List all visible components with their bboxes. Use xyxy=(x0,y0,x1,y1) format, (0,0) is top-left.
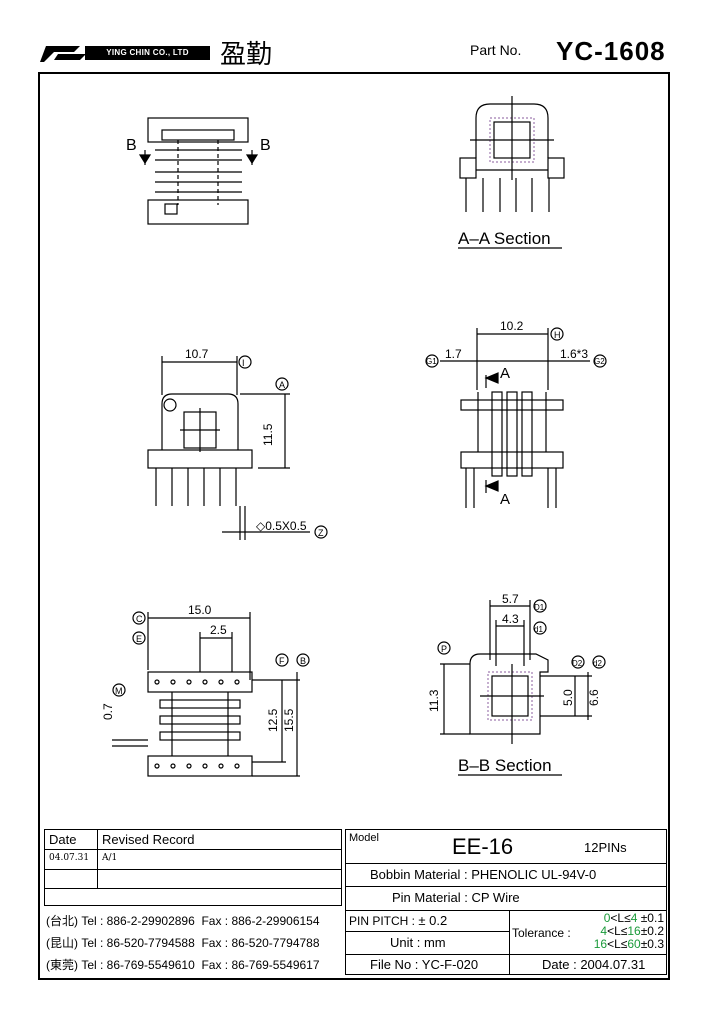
bobbin-material: Bobbin Material : PHENOLIC UL-94V-0 xyxy=(370,867,597,882)
drawing-frame xyxy=(38,72,670,980)
section-bb-title: B–B Section xyxy=(458,756,552,775)
label-b-left: B xyxy=(126,137,137,154)
dim-circle-d2-small: d2 xyxy=(593,659,602,668)
contact-row: (台北) Tel : 886-2-29902896 Fax : 886-2-29… xyxy=(46,914,320,928)
dim-circle-i: I xyxy=(242,358,245,368)
dim-6-6: 6.6 xyxy=(587,689,601,706)
dim-1-7: 1.7 xyxy=(445,347,462,361)
dim-circle-g1: G1 xyxy=(426,357,437,366)
dim-circle-z: Z xyxy=(318,528,324,538)
unit: Unit : mm xyxy=(390,935,446,950)
contact-row: (昆山) Tel : 86-520-7794588 Fax : 86-520-7… xyxy=(46,936,320,950)
revision-table: Date Revised Record 04.07.31 A/1 xyxy=(44,829,342,906)
part-number: YC-1608 xyxy=(556,36,666,66)
revision-row-date: 04.07.31 xyxy=(49,853,90,863)
dim-4-3: 4.3 xyxy=(502,612,519,626)
revision-col-date: Date xyxy=(49,832,77,847)
dim-circle-d1-small: d1 xyxy=(534,625,543,634)
dim-circle-a: A xyxy=(279,380,285,390)
revision-col-record: Revised Record xyxy=(102,832,195,847)
label-a-top: A xyxy=(500,365,510,382)
dim-circle-f: F xyxy=(279,656,285,666)
company-name-en: YING CHIN CO., LTD xyxy=(85,46,210,60)
dim-circle-d1: D1 xyxy=(534,603,545,612)
dim-5-7: 5.7 xyxy=(502,592,519,606)
pin-pitch: PIN PITCH : ± 0.2 xyxy=(349,913,448,928)
revision-row-record: A/1 xyxy=(102,853,118,863)
dim-circle-p: P xyxy=(441,644,447,654)
dim-2-5: 2.5 xyxy=(210,623,227,637)
tolerance-row: 16<L≤60±0.3 xyxy=(593,937,664,951)
dim-circle-d2: D2 xyxy=(572,659,583,668)
dim-11-3: 11.3 xyxy=(427,689,441,712)
tolerance-row: 0<L≤4 ±0.1 xyxy=(603,911,664,925)
section-aa-view xyxy=(458,96,565,249)
top-view xyxy=(138,117,259,225)
dim-circle-b: B xyxy=(300,656,306,666)
label-b-right: B xyxy=(260,137,271,154)
section-bb-view xyxy=(437,599,606,776)
tolerance-row: 4<L≤16±0.2 xyxy=(600,924,664,938)
logo-mark-icon xyxy=(40,46,86,62)
dim-15-5: 15.5 xyxy=(282,708,296,732)
section-aa-title: A–A Section xyxy=(458,229,551,248)
side-view xyxy=(425,327,607,508)
company-name-cn: 盈勤 xyxy=(220,40,273,70)
dim-circle-h: H xyxy=(554,330,561,340)
dim-12-5: 12.5 xyxy=(266,708,280,732)
drawing-date: Date : 2004.07.31 xyxy=(542,957,646,972)
model-value: EE-16 xyxy=(452,834,514,859)
contact-row: (東莞) Tel : 86-769-5549610 Fax : 86-769-5… xyxy=(46,958,320,972)
dim-10-7: 10.7 xyxy=(185,347,209,361)
dim-circle-c: C xyxy=(136,614,143,624)
front-view xyxy=(147,355,328,540)
dim-0-5x0-5: ◇0.5X0.5 xyxy=(256,519,307,533)
dim-10-2: 10.2 xyxy=(500,319,524,333)
dim-circle-e: E xyxy=(136,634,142,644)
dim-15-0: 15.0 xyxy=(188,603,212,617)
dim-0-7: 0.7 xyxy=(101,703,115,720)
bottom-view xyxy=(112,611,310,777)
spec-table: Model EE-16 12PINs Bobbin Material : PHE… xyxy=(345,829,667,975)
model-label: Model xyxy=(349,832,379,844)
file-number: File No : YC-F-020 xyxy=(370,957,479,972)
dim-11-5: 11.5 xyxy=(261,423,275,446)
tolerance-label: Tolerance : xyxy=(512,926,571,940)
dim-circle-m: M xyxy=(115,686,123,696)
pin-material: Pin Material : CP Wire xyxy=(392,890,520,905)
pins-value: 12PINs xyxy=(584,840,627,855)
dim-circle-g2: G2 xyxy=(594,357,605,366)
label-a-bottom: A xyxy=(500,491,510,508)
dim-1-6x3: 1.6*3 xyxy=(560,347,588,361)
part-label: Part No. xyxy=(470,42,522,58)
tolerance-values: 0<L≤4 ±0.1 4<L≤16±0.2 16<L≤60±0.3 xyxy=(580,912,664,951)
dim-5-0: 5.0 xyxy=(561,689,575,706)
